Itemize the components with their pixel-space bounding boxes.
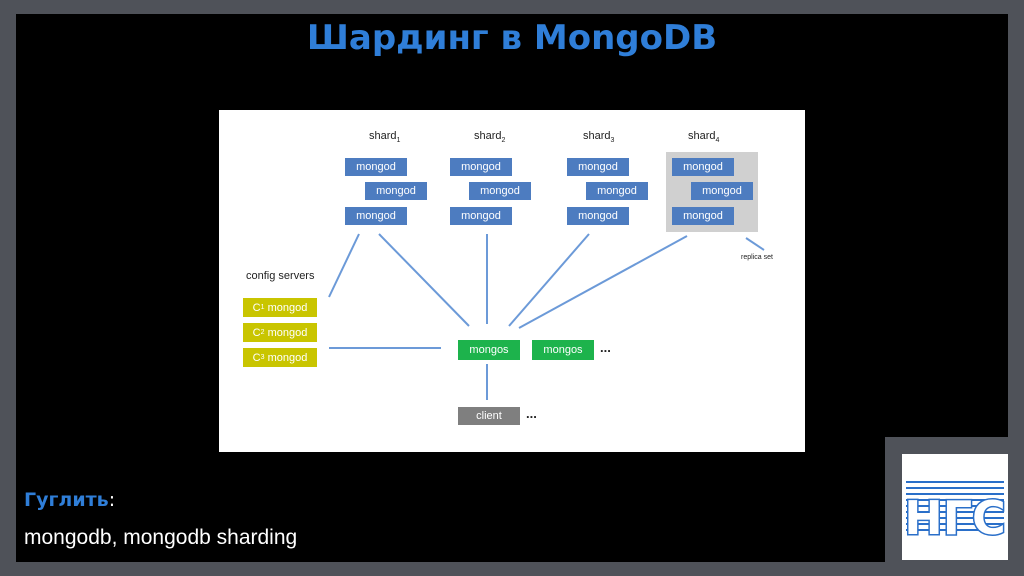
shard4-label: shard4 xyxy=(688,130,720,145)
shard1-mongod-2: mongod xyxy=(365,182,427,200)
logo-frame: НГС xyxy=(885,437,1024,576)
sharding-diagram: shard1 shard2 shard3 shard4 mongod mongo… xyxy=(219,110,805,452)
connector-cfg-shard1 xyxy=(328,233,360,298)
client-node: client xyxy=(458,407,520,425)
mongos-router-2: mongos xyxy=(532,340,594,360)
shard3-mongod-1: mongod xyxy=(567,158,629,176)
shard2-label: shard2 xyxy=(474,130,506,145)
shard4-mongod-3: mongod xyxy=(672,207,734,225)
diagram-connectors xyxy=(328,233,765,400)
shard1-label: shard1 xyxy=(369,130,401,145)
connector-mongos-shard3 xyxy=(508,233,590,327)
connector-mongos-shard4 xyxy=(518,235,688,329)
ngs-logo: НГС xyxy=(902,454,1008,560)
hint-label: Гуглить: xyxy=(24,489,116,511)
connector-replicaset-note xyxy=(745,237,765,251)
shard3-mongod-3: mongod xyxy=(567,207,629,225)
replica-set-label: replica set xyxy=(741,254,773,261)
mongos-ellipsis: ... xyxy=(600,340,611,355)
shard1-mongod-3: mongod xyxy=(345,207,407,225)
shard4-mongod-1: mongod xyxy=(672,158,734,176)
shard1-mongod-1: mongod xyxy=(345,158,407,176)
shard4-mongod-2: mongod xyxy=(691,182,753,200)
shard2-mongod-1: mongod xyxy=(450,158,512,176)
mongos-router-1: mongos xyxy=(458,340,520,360)
config-servers-label: config servers xyxy=(246,270,315,282)
connector-mongos-shard1 xyxy=(378,233,470,327)
shard3-label: shard3 xyxy=(583,130,615,145)
client-ellipsis: ... xyxy=(526,406,537,421)
shard2-mongod-3: mongod xyxy=(450,207,512,225)
slide-title: Шардинг в MongoDB xyxy=(306,18,718,58)
ngs-logo-graphic: НГС xyxy=(903,481,1007,547)
hint-terms: mongodb, mongodb sharding xyxy=(24,526,298,549)
logo-text: НГС xyxy=(904,491,1006,545)
shard3-mongod-2: mongod xyxy=(586,182,648,200)
shard2-mongod-2: mongod xyxy=(469,182,531,200)
